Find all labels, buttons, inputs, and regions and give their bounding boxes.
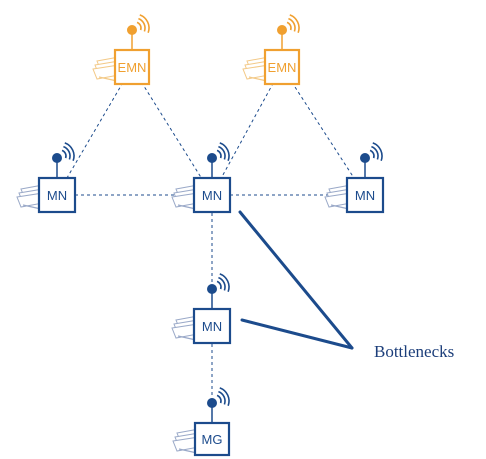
node-mg-bottom: MG	[172, 387, 231, 457]
callout-layer	[238, 210, 354, 350]
links-layer	[56, 66, 366, 439]
antenna-icon	[52, 153, 62, 163]
antenna-icon	[277, 25, 287, 35]
antenna-icon	[207, 398, 217, 408]
bottleneck-pointer-mn-center	[238, 210, 354, 350]
antenna-icon	[127, 25, 137, 35]
node-box	[263, 48, 301, 86]
node-label: MN	[202, 188, 222, 203]
node-mn-left: MN	[16, 142, 77, 214]
wifi-signal-icon	[216, 142, 230, 162]
link-emn-left-mn-center	[131, 66, 213, 196]
node-box	[37, 176, 77, 214]
node-box	[192, 307, 232, 345]
bottlenecks-label: Bottlenecks	[374, 342, 454, 361]
wifi-signal-icon	[216, 273, 230, 293]
wifi-signal-icon	[216, 387, 230, 407]
node-mn-right: MN	[324, 142, 385, 214]
node-box	[113, 48, 151, 86]
stack-icon	[16, 184, 44, 210]
node-label: MG	[202, 432, 223, 447]
nodes-layer: EMN EMN MN MN MN MN MG	[16, 14, 385, 457]
antenna-icon	[360, 153, 370, 163]
link-emn-right-mn-center	[211, 66, 283, 196]
antenna-icon	[207, 153, 217, 163]
node-label: MN	[47, 188, 67, 203]
bottleneck-pointer-mn-lower	[240, 318, 354, 350]
stack-icon	[171, 184, 199, 210]
node-emn-left: EMN	[92, 14, 151, 86]
wifi-signal-icon	[286, 14, 300, 34]
stack-icon	[92, 56, 120, 82]
wifi-signal-icon	[136, 14, 150, 34]
node-box	[345, 176, 385, 214]
wifi-signal-icon	[61, 142, 75, 162]
node-label: EMN	[268, 60, 297, 75]
link-emn-right-mn-right	[281, 66, 366, 196]
node-box	[192, 176, 232, 214]
node-emn-right: EMN	[242, 14, 301, 86]
stack-icon	[242, 56, 270, 82]
node-mn-center: MN	[171, 142, 232, 214]
node-mn-lower: MN	[171, 273, 232, 345]
stack-icon	[171, 315, 199, 341]
link-emn-left-mn-left	[56, 66, 133, 196]
node-label: MN	[355, 188, 375, 203]
node-label: EMN	[118, 60, 147, 75]
wifi-signal-icon	[369, 142, 383, 162]
antenna-icon	[207, 284, 217, 294]
node-box	[193, 421, 231, 457]
node-label: MN	[202, 319, 222, 334]
